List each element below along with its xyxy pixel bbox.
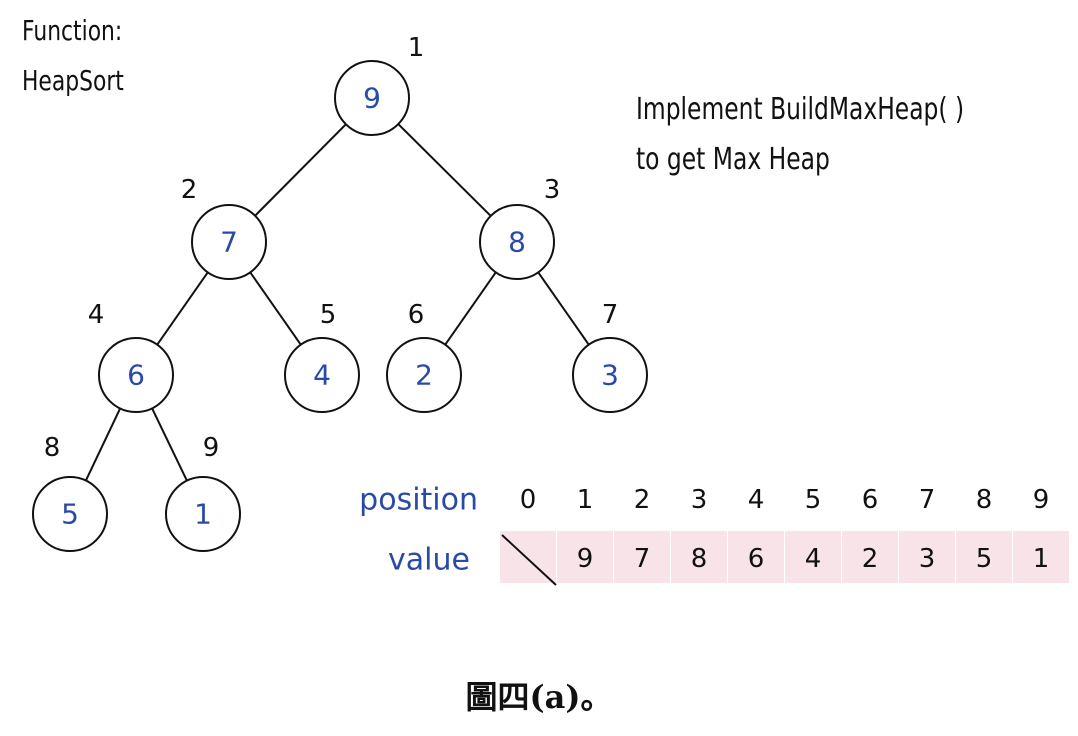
- tree-node-value: 1: [194, 498, 212, 531]
- function-label: Function:: [22, 14, 123, 47]
- value-cell-text: 1: [1033, 544, 1050, 574]
- tree-node-index: 7: [602, 300, 619, 330]
- tree-node-index: 8: [44, 433, 61, 463]
- position-header: 4: [748, 485, 765, 515]
- value-cell-text: 8: [691, 544, 708, 574]
- position-header: 0: [520, 485, 537, 515]
- value-cell-text: 9: [577, 544, 594, 574]
- tree-edge: [444, 271, 497, 346]
- position-header: 8: [976, 485, 993, 515]
- row-label-value: value: [388, 543, 470, 578]
- tree-edge: [254, 123, 347, 217]
- empty-cell-slash: [501, 534, 557, 586]
- function-name: HeapSort: [22, 64, 124, 97]
- value-cell-text: 6: [748, 544, 765, 574]
- tree-node-value: 4: [313, 359, 331, 392]
- value-cell: [1013, 531, 1069, 583]
- value-cell-text: 3: [919, 544, 936, 574]
- value-cell: [842, 531, 898, 583]
- tree-node-value: 6: [127, 359, 145, 392]
- tree-node-index: 5: [320, 300, 337, 330]
- figure-caption: 圖四(a)。: [465, 678, 613, 716]
- tree-edge: [156, 271, 209, 346]
- tree-node-6: [386, 337, 462, 413]
- tree-edge: [151, 407, 188, 482]
- position-header: 6: [862, 485, 879, 515]
- instruction-line-2: to get Max Heap: [636, 142, 830, 177]
- tree-node-value: 7: [220, 226, 238, 259]
- tree-node-index: 2: [181, 175, 198, 205]
- tree-edge: [397, 123, 492, 217]
- tree-node-index: 3: [544, 175, 561, 205]
- tree-node-5: [284, 337, 360, 413]
- tree-node-value: 3: [601, 359, 619, 392]
- tree-node-8: [32, 476, 108, 552]
- position-header: 9: [1033, 485, 1050, 515]
- value-cell: [956, 531, 1012, 583]
- tree-node-index: 4: [88, 300, 105, 330]
- tree-node-7: [572, 337, 648, 413]
- value-cell: [899, 531, 955, 583]
- tree-node-index: 1: [408, 33, 425, 63]
- tree-node-index: 6: [408, 300, 425, 330]
- tree-edge: [249, 271, 302, 346]
- tree-node-4: [98, 337, 174, 413]
- position-header: 3: [691, 485, 708, 515]
- value-cell-text: 7: [634, 544, 651, 574]
- tree-node-value: 9: [363, 82, 381, 115]
- tree-node-1: [334, 60, 410, 136]
- tree-edge: [537, 271, 590, 346]
- value-cell-text: 2: [862, 544, 879, 574]
- position-header: 1: [577, 485, 594, 515]
- tree-node-3: [479, 204, 555, 280]
- value-cell: [557, 531, 613, 583]
- tree-node-value: 8: [508, 226, 526, 259]
- tree-node-value: 5: [61, 498, 79, 531]
- value-cell: [500, 531, 556, 583]
- value-cell: [728, 531, 784, 583]
- value-cell: [671, 531, 727, 583]
- position-header: 7: [919, 485, 936, 515]
- value-cell: [614, 531, 670, 583]
- row-label-position: position: [359, 483, 478, 518]
- position-header: 5: [805, 485, 822, 515]
- instruction-line-1: Implement BuildMaxHeap( ): [636, 92, 965, 127]
- tree-node-value: 2: [415, 359, 433, 392]
- value-cell: [785, 531, 841, 583]
- value-cell-text: 4: [805, 544, 822, 574]
- position-header: 2: [634, 485, 651, 515]
- tree-node-2: [191, 204, 267, 280]
- tree-edge: [84, 407, 122, 482]
- tree-node-9: [165, 476, 241, 552]
- tree-node-index: 9: [203, 433, 220, 463]
- value-cell-text: 5: [976, 544, 993, 574]
